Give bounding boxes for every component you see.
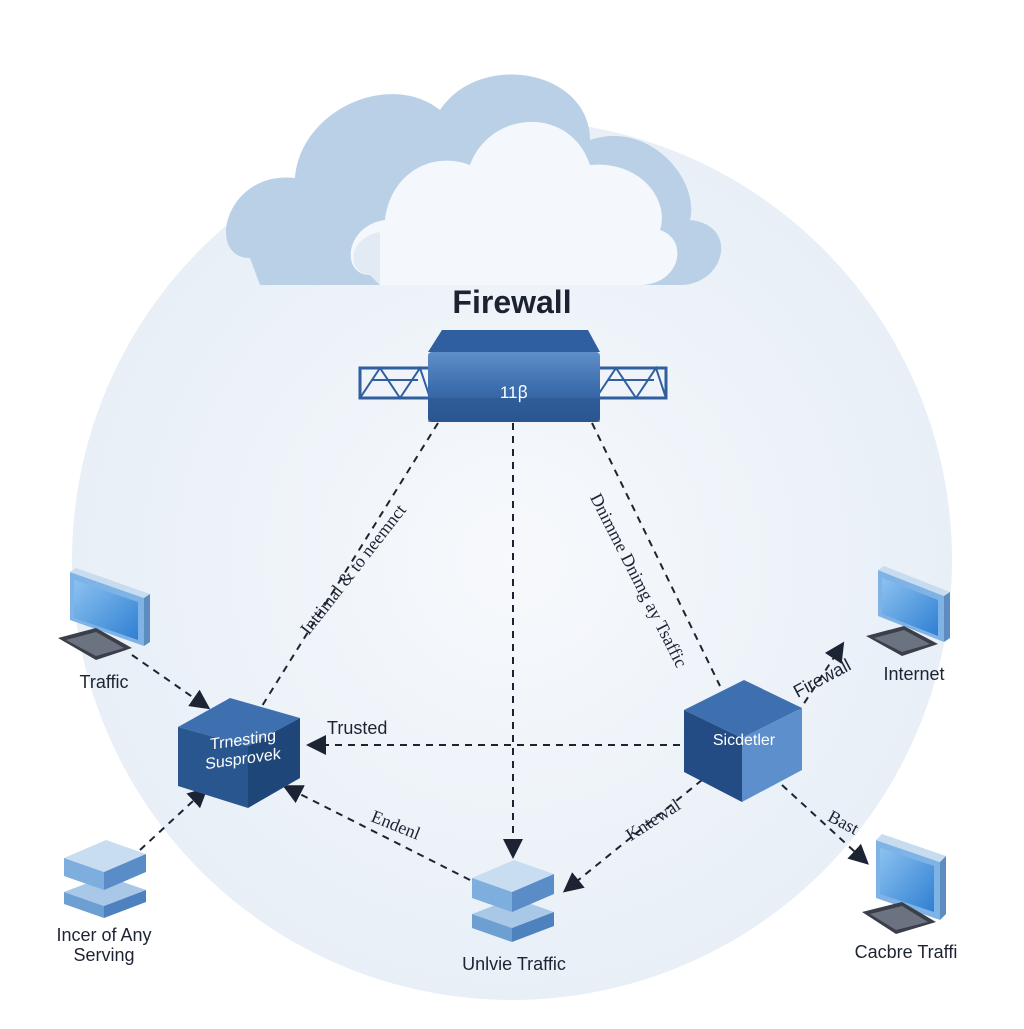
right-hub-label: Sicdetler [712,732,776,749]
computer-icon [58,568,150,660]
server-stack-icon [64,840,146,918]
server-stack-icon [472,860,554,942]
edge-right-hub-bottom-server [562,779,703,893]
trusted-edge-label: Trusted [327,718,388,738]
cloud-icon [225,74,722,285]
cacbre-traffic-label: Cacbre Traffi [854,942,958,962]
edge-firewall-right-hub [591,422,721,687]
server-label: Incer of Any Serving [56,925,151,965]
right-hub-cube-icon [684,680,802,802]
computer-icon [866,566,950,656]
edge-firewall-left-hub [261,422,439,707]
firewall-device-icon [358,330,668,422]
firewall-device-label: 11ꞵ [499,383,529,402]
server-label-line2: Serving [73,945,135,965]
traffic-label: Traffic [79,672,129,692]
left-hub-cube-icon [178,698,300,808]
edge-traffic-left-hub [131,654,211,710]
internet-label: Internet [883,664,945,684]
connection-lines [131,422,869,893]
computer-icon [862,834,946,934]
unlvie-traffic-label: Unlvie Traffic [462,954,566,974]
edge-bottom-server-left-hub [282,785,471,881]
edge-server-left-hub [139,787,208,851]
edge-right-hub-cacbre [781,784,869,865]
server-label-line1: Incer of Any [56,925,152,945]
diagram-title: Firewall [452,284,572,320]
